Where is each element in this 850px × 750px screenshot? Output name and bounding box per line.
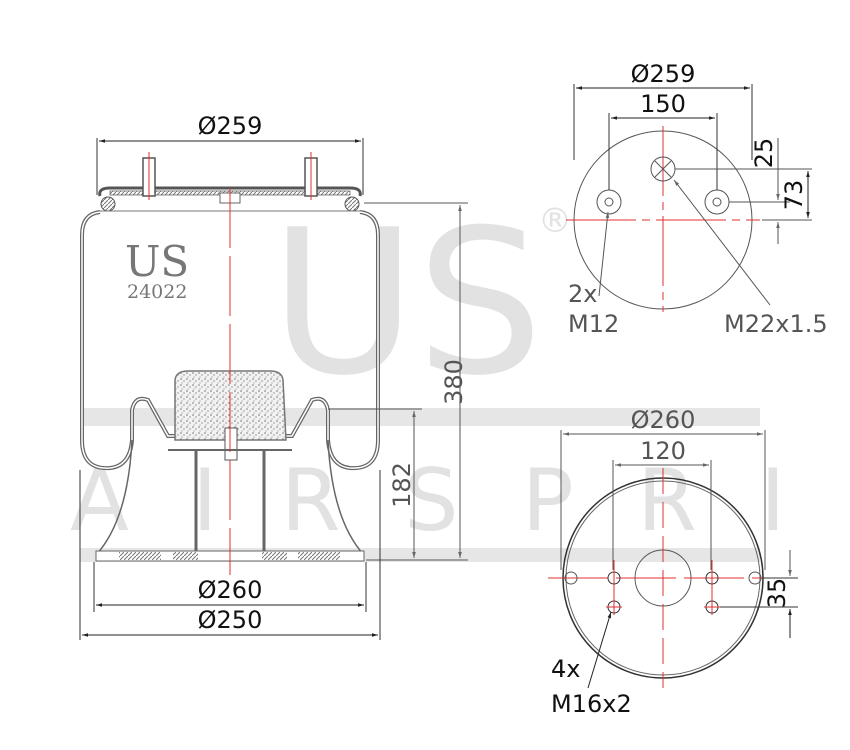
dim-offset-25: 25 <box>750 138 778 169</box>
dim-bottom-diameter-250: Ø250 <box>198 606 263 634</box>
hole-outer-right <box>748 571 762 585</box>
dim-offset-35: 35 <box>763 578 791 609</box>
center-bolt <box>224 427 238 461</box>
dim-height-total: 380 <box>440 359 468 405</box>
part-number: 24022 <box>127 281 187 303</box>
dim-height-piston: 182 <box>388 462 416 508</box>
bead-right <box>344 196 360 212</box>
watermark-us: US <box>270 187 543 420</box>
brand-label: US <box>125 237 189 286</box>
dim-top-plate-diameter: Ø259 <box>631 60 696 88</box>
leader-m16 <box>587 611 612 689</box>
dim-stud-spacing: 150 <box>640 90 686 118</box>
stud-count: 2x <box>568 280 597 308</box>
hole-outer-left <box>564 571 578 585</box>
side-view: US 24022 Ø259 380 182 Ø260 Ø250 <box>79 112 468 640</box>
dim-bottom-diameter-260: Ø260 <box>198 576 263 604</box>
bead-left <box>100 196 116 212</box>
piston-left-wall <box>95 439 133 556</box>
dim-bottom-plate-diameter: Ø260 <box>631 406 696 434</box>
bottom-plate-view: Ø260 120 35 4x M16x2 <box>548 406 798 718</box>
stud-hole-left <box>596 189 622 215</box>
dim-top-diameter: Ø259 <box>198 112 263 140</box>
piston-right-wall <box>327 439 365 556</box>
registered-mark: ® <box>538 201 572 241</box>
hole-thread: M16x2 <box>551 690 632 718</box>
leader-air-port <box>673 179 771 306</box>
leader-stud <box>598 211 610 297</box>
top-plate-view: Ø259 150 25 73 2x M12 M22x1.5 <box>566 60 828 338</box>
hole-count: 4x <box>551 655 580 683</box>
dim-offset-73: 73 <box>780 180 808 211</box>
stud-thread: M12 <box>568 310 619 338</box>
air-port-thread: M22x1.5 <box>724 310 828 338</box>
dim-bolt-spacing: 120 <box>640 437 686 465</box>
stud-hole-right <box>704 189 730 215</box>
